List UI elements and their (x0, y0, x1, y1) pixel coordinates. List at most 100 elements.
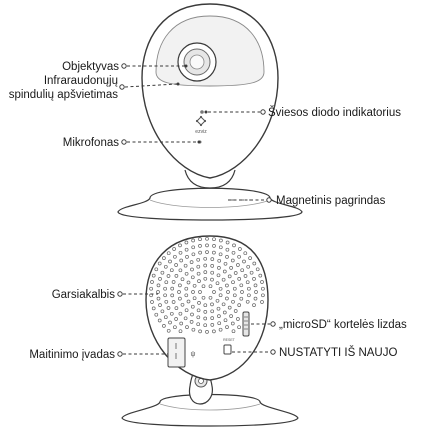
grille-hole (240, 297, 243, 300)
grille-hole (178, 297, 181, 300)
grille-hole (238, 255, 241, 258)
grille-hole (164, 316, 167, 319)
grille-hole (178, 284, 181, 287)
grille-hole (217, 274, 220, 277)
grille-hole (162, 257, 165, 260)
grille-hole (254, 284, 257, 287)
grille-hole (155, 268, 158, 271)
grille-hole (244, 275, 247, 278)
grille-hole (185, 248, 188, 251)
grille-hole (170, 312, 173, 315)
grille-hole (211, 264, 214, 267)
grille-hole (197, 316, 200, 319)
grille-hole (232, 300, 235, 303)
grille-hole (219, 287, 222, 290)
grille-hole (151, 281, 154, 284)
grille-hole (197, 265, 200, 268)
usb-icon: ψ (191, 351, 196, 358)
grille-hole (222, 278, 225, 281)
grille-hole (202, 296, 205, 299)
grille-hole (198, 301, 201, 304)
grille-hole (247, 294, 250, 297)
grille-hole (185, 294, 188, 297)
grille-hole (206, 251, 209, 254)
grille-hole (234, 310, 237, 313)
grille-hole (213, 238, 216, 241)
back-view: ψ RESET (122, 236, 298, 426)
grille-hole (211, 303, 214, 306)
grille-hole (243, 260, 246, 263)
grille-hole (199, 244, 202, 247)
grille-hole (157, 297, 160, 300)
grille-hole (232, 251, 235, 254)
grille-hole (164, 265, 167, 268)
grille-hole (261, 301, 264, 304)
grille-hole (236, 318, 239, 321)
grille-hole (211, 323, 214, 326)
grille-hole (261, 294, 264, 297)
grille-hole (213, 291, 216, 294)
grille-hole (238, 304, 241, 307)
grille-hole (171, 287, 174, 290)
grille-hole (226, 248, 229, 251)
grille-hole (191, 268, 194, 271)
grille-hole (219, 328, 222, 331)
grille-hole (222, 303, 225, 306)
grille-hole (185, 272, 188, 275)
grille-hole (204, 271, 207, 274)
grille-hole (240, 284, 243, 287)
grille-hole (231, 322, 234, 325)
grille-hole (161, 310, 164, 313)
grille-hole (181, 278, 184, 281)
grille-hole (206, 244, 209, 247)
grille-hole (219, 253, 222, 256)
grille-hole (179, 312, 182, 315)
grille-hole (244, 252, 247, 255)
grille-hole (161, 271, 164, 274)
logo-text: ezviz (195, 129, 207, 135)
grille-hole (179, 244, 182, 247)
label-ir-line2: spindulių apšvietimas (9, 89, 119, 101)
grille-hole (232, 330, 235, 333)
grille-hole (172, 301, 175, 304)
grille-hole (197, 258, 200, 261)
grille-hole (233, 294, 236, 297)
label-reset: NUSTATYTI IŠ NAUJO (279, 346, 397, 359)
grille-hole (253, 277, 256, 280)
grille-hole (211, 310, 214, 313)
grille-hole (173, 255, 176, 258)
grille-hole (185, 241, 188, 244)
grille-hole (172, 281, 175, 284)
grille-hole (185, 287, 188, 290)
grille-hole (157, 291, 160, 294)
grille-hole (232, 281, 235, 284)
grille-hole (226, 241, 229, 244)
grille-hole (218, 322, 221, 325)
grille-hole (169, 260, 172, 263)
grille-hole (225, 284, 228, 287)
grille-hole (192, 328, 195, 331)
grille-hole (204, 310, 207, 313)
label-lens: Objektyvas (62, 61, 119, 73)
grille-hole (178, 291, 181, 294)
grille-hole (199, 330, 202, 333)
grille-hole (209, 296, 212, 299)
grille-hole (233, 287, 236, 290)
grille-hole (253, 262, 256, 265)
grille-hole (217, 266, 220, 269)
grille-hole (193, 297, 196, 300)
grille-hole (224, 262, 227, 265)
reset-button (224, 345, 231, 354)
grille-hole (213, 244, 216, 247)
grille-hole (211, 258, 214, 261)
grille-hole (180, 259, 183, 262)
grille-hole (150, 287, 153, 290)
grille-hole (219, 239, 222, 242)
grille-hole (152, 307, 155, 310)
label-power: Maitinimo įvadas (29, 349, 115, 361)
grille-hole (199, 291, 202, 294)
grille-hole (158, 262, 161, 265)
label-microphone: Mikrofonas (63, 137, 119, 149)
grille-hole (193, 284, 196, 287)
